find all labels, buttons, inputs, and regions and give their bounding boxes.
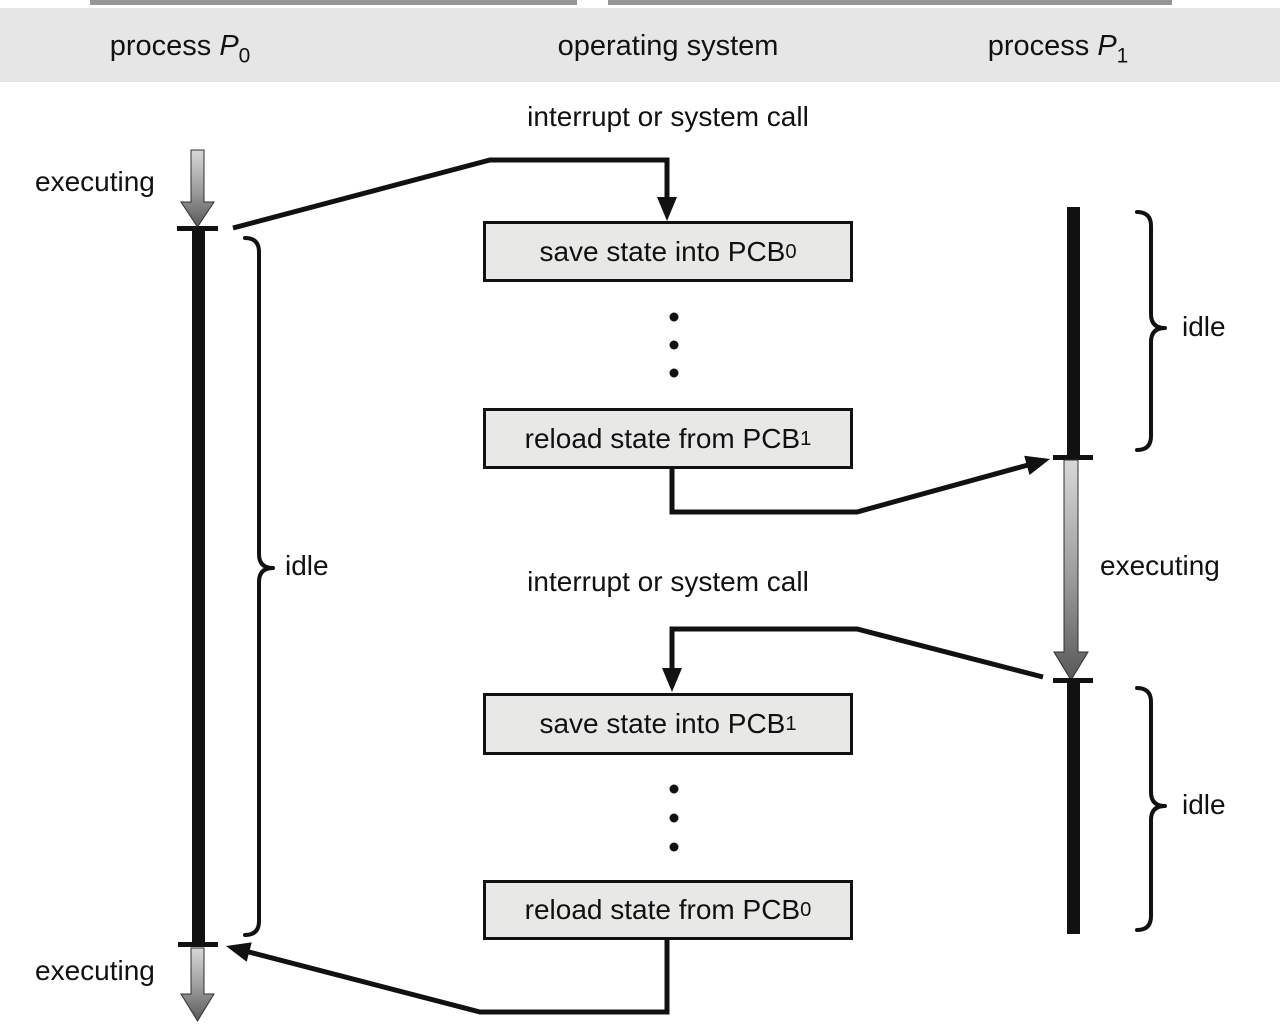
flow-line-p0-to-os	[232, 157, 670, 231]
column-label-process-p0: process P0	[109, 30, 251, 66]
ellipsis-dot	[669, 312, 679, 322]
ellipsis-dot	[669, 842, 679, 852]
p1-end-tick	[1053, 678, 1093, 683]
ellipsis-dot	[669, 813, 679, 823]
process-p0-var: P	[219, 30, 239, 62]
column-label-operating-system: operating system	[558, 30, 779, 63]
p1-executing-arrow	[1053, 459, 1089, 681]
idle-brace-p1-top	[1135, 210, 1167, 452]
flow-line-os-to-p0	[248, 940, 670, 1015]
idle-label-p0: idle	[285, 550, 329, 581]
idle-brace-p0	[243, 236, 275, 937]
flow-arrowhead-into-save-pcb1	[662, 668, 682, 692]
box-reload-state-pcb1-text: reload state from PCB	[524, 422, 801, 454]
top-edge-artifact	[90, 0, 577, 5]
flow-line-os-to-p1	[669, 462, 1029, 515]
p1-timeline-bar-bottom	[1067, 683, 1080, 934]
executing-label-p0-bottom: executing	[35, 955, 155, 986]
executing-label-p0-top: executing	[35, 166, 155, 197]
p0-end-tick	[178, 942, 218, 947]
box-save-state-pcb1-text: save state into PCB	[539, 708, 786, 739]
header-bar	[0, 8, 1280, 82]
flow-arrowhead-into-p1	[1024, 455, 1050, 476]
ellipsis-dot	[669, 340, 679, 350]
interrupt-label-bottom: interrupt or system call	[527, 566, 809, 597]
p0-executing-arrow-bottom	[180, 947, 215, 1022]
p0-timeline-bar	[192, 230, 205, 944]
box-reload-state-pcb0-text: reload state from PCB	[524, 894, 801, 925]
flow-arrowhead-into-p0	[226, 942, 252, 962]
process-p1-var: P	[1097, 30, 1117, 62]
process-p0-prefix: process	[109, 30, 220, 62]
top-edge-artifact	[608, 0, 1172, 5]
ellipsis-dot	[669, 368, 679, 378]
ellipsis-dot	[669, 784, 679, 794]
idle-label-p1-bottom: idle	[1182, 789, 1226, 820]
p1-start-tick	[1053, 455, 1093, 460]
process-p1-prefix: process	[987, 30, 1098, 62]
column-label-process-p1: process P1	[987, 30, 1129, 66]
idle-label-p1-top: idle	[1182, 311, 1226, 342]
operating-system-title: operating system	[557, 30, 779, 62]
p1-timeline-bar-top	[1067, 207, 1080, 455]
flow-arrowhead-into-save-pcb0	[657, 197, 677, 221]
interrupt-label-top: interrupt or system call	[527, 101, 809, 132]
executing-label-p1: executing	[1100, 550, 1220, 581]
p0-start-tick	[177, 226, 218, 231]
idle-brace-p1-bottom	[1135, 686, 1167, 932]
box-save-state-pcb0-text: save state into PCB	[539, 235, 786, 267]
process-p0-subscript: 0	[238, 44, 251, 68]
process-p1-subscript: 1	[1116, 44, 1129, 68]
p0-executing-arrow-top	[180, 149, 215, 228]
flow-line-p1-to-os	[669, 626, 1044, 680]
